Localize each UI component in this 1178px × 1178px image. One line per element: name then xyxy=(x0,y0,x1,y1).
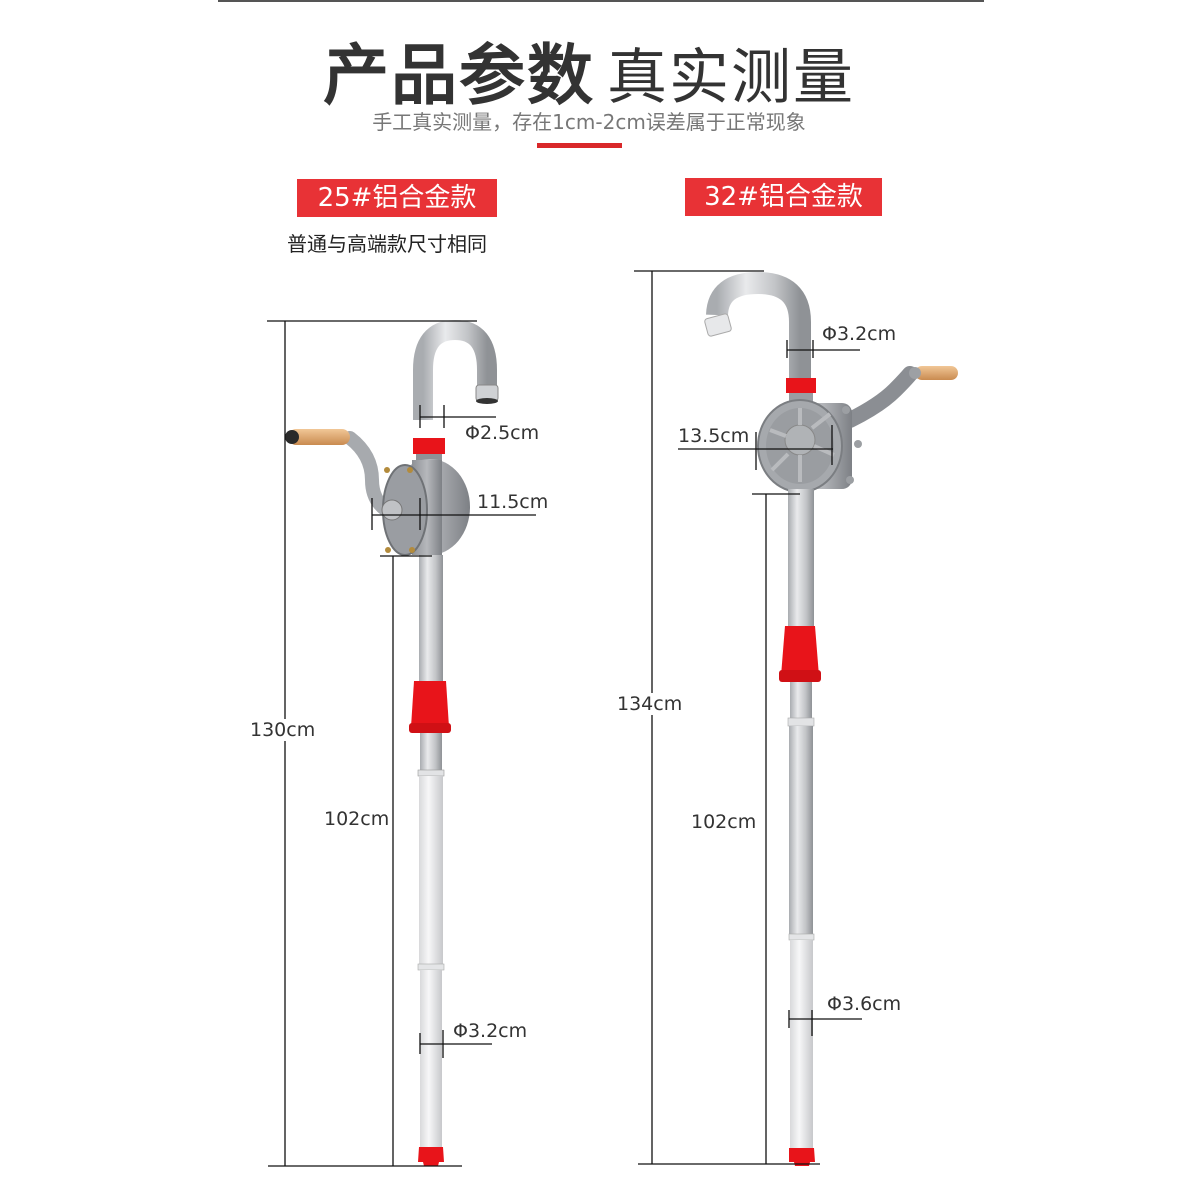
pump-25 xyxy=(285,319,499,1166)
page-title: 产品参数真实测量 xyxy=(0,22,1178,118)
tube-diameter-label-25: Φ3.2cm xyxy=(451,1020,530,1042)
dimension-lines-32 xyxy=(634,270,862,1165)
spout-diameter-label-32: Φ3.2cm xyxy=(820,323,899,345)
page-subtitle: 手工真实测量，存在1cm-2cm误差属于正常现象 xyxy=(372,110,806,134)
top-divider xyxy=(218,0,984,2)
title-bold: 产品参数 xyxy=(323,37,595,114)
product-badge-25: 25#铝合金款 xyxy=(297,179,497,217)
spout-diameter-label-25: Φ2.5cm xyxy=(463,422,542,444)
body-width-label-25: 11.5cm xyxy=(475,491,551,513)
product-note: 普通与高端款尺寸相同 xyxy=(287,232,487,256)
title-light: 真实测量 xyxy=(607,43,855,113)
pump-32 xyxy=(704,271,958,1166)
body-width-label-32: 13.5cm xyxy=(676,425,752,447)
accent-bar xyxy=(537,143,622,148)
tube-diameter-label-32: Φ3.6cm xyxy=(825,993,904,1015)
product-badge-32: 32#铝合金款 xyxy=(685,178,882,216)
dimension-lines-25 xyxy=(267,320,536,1167)
tube-length-label-32: 102cm xyxy=(689,811,759,833)
total-height-label-32: 134cm xyxy=(615,693,685,715)
total-height-label-25: 130cm xyxy=(248,719,318,741)
tube-length-label-25: 102cm xyxy=(322,808,392,830)
